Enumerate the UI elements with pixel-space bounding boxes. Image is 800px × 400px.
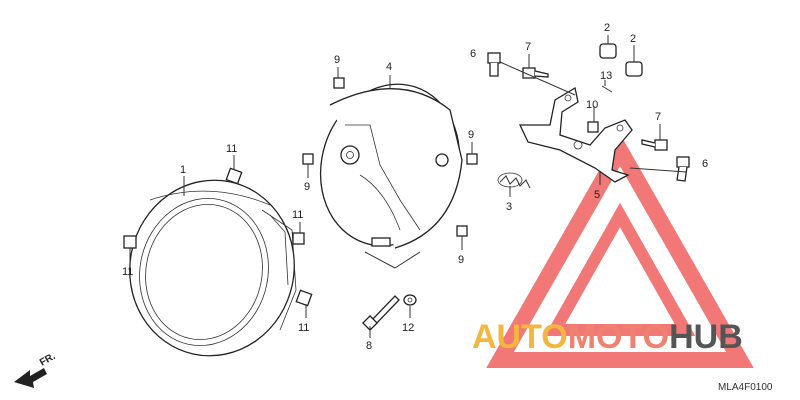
label-11-c: 11 [292, 209, 303, 221]
watermark-hub: HUB [669, 318, 743, 356]
bolt-8 [362, 295, 400, 331]
nut-10 [587, 121, 599, 133]
front-direction-label: FR. [38, 351, 58, 369]
bolt-6-right [676, 156, 690, 182]
label-3: 3 [506, 201, 512, 213]
label-7-b: 7 [655, 111, 661, 123]
screw-9-bottom [456, 225, 468, 237]
watermark-auto: AUTO [472, 318, 568, 356]
screw-9-top [333, 77, 345, 89]
diagram-code: MLA4F0100 [718, 382, 773, 393]
svg-text:AUTOMOTOHUB: AUTOMOTOHUB [472, 318, 743, 356]
collar-2-right [625, 61, 643, 77]
screw-9-right [466, 153, 478, 165]
collar-2-left [599, 43, 617, 59]
label-13: 13 [600, 70, 612, 82]
headlight-case [319, 83, 463, 249]
headlight-unit [129, 179, 297, 357]
label-9-b: 9 [304, 181, 310, 193]
grommet-13 [601, 85, 613, 93]
front-direction-arrow: FR. [14, 351, 58, 388]
label-8: 8 [366, 340, 372, 352]
headlight-stay [518, 86, 633, 183]
clip-11-a [225, 167, 243, 185]
watermark-triangle [486, 133, 754, 368]
watermark-text: AUTOMOTOHUB [472, 318, 743, 356]
label-6-a: 6 [470, 48, 476, 60]
screw-9-left [302, 153, 314, 165]
label-9-a: 9 [334, 54, 340, 66]
label-2-b: 2 [630, 33, 636, 45]
watermark-moto: MOTO [568, 318, 669, 356]
spring [497, 172, 531, 189]
clip-11-b [123, 235, 137, 249]
label-4: 4 [386, 61, 392, 73]
label-6-b: 6 [702, 158, 708, 170]
clip-11-c [292, 232, 305, 245]
screw-7-right [641, 139, 668, 151]
leader-lines [129, 35, 687, 338]
label-12: 12 [402, 322, 414, 334]
label-11-b: 11 [122, 266, 133, 278]
label-10: 10 [586, 99, 598, 111]
label-11-a: 11 [226, 143, 237, 155]
callouts: 1 2 2 3 4 5 6 6 7 7 8 9 9 9 9 10 11 11 1… [122, 22, 708, 352]
label-9-d: 9 [458, 254, 464, 266]
clip-11-d [295, 289, 313, 307]
label-1: 1 [180, 164, 186, 176]
label-11-d: 11 [298, 322, 309, 334]
screw-7-top [522, 67, 549, 79]
label-7-a: 7 [525, 41, 531, 53]
label-5: 5 [594, 189, 600, 201]
label-2-a: 2 [604, 22, 610, 34]
label-9-c: 9 [468, 129, 474, 141]
bolt-6-left [487, 52, 501, 77]
washer-12 [403, 294, 417, 306]
